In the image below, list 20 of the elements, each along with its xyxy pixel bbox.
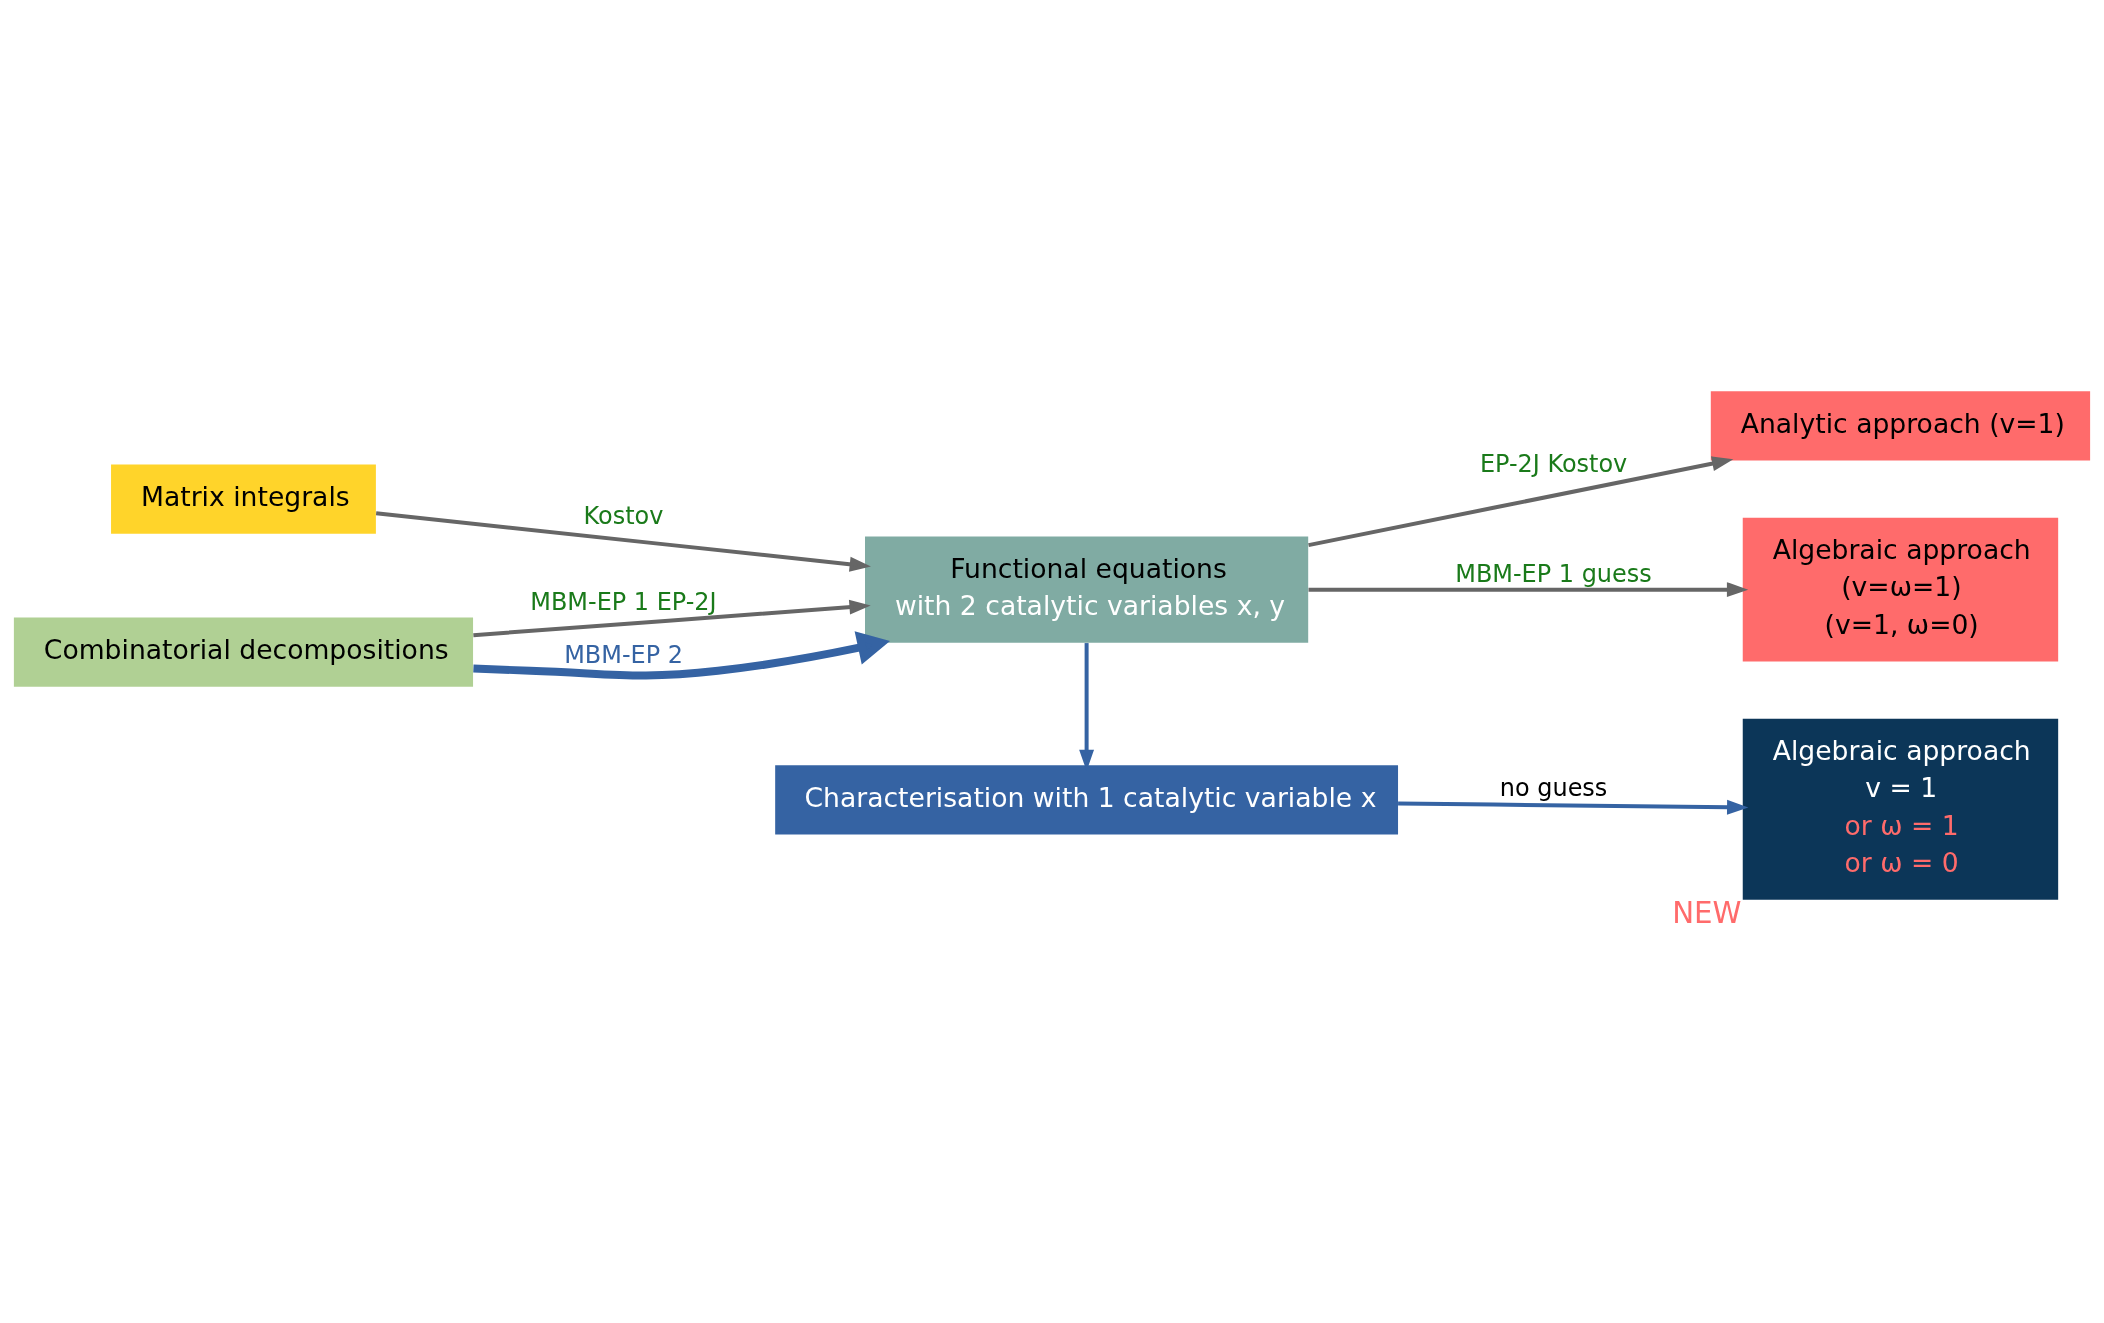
arrow (473, 599, 871, 638)
arrow (473, 631, 891, 680)
edge-label: EP-2J Kostov (1479, 449, 1628, 478)
node-box: Characterisation with 1 catalytic variable x (775, 765, 1399, 835)
edge-label: MBM-EP 1 EP-2J (530, 588, 717, 617)
node-box: Analytic approach (v=1) (1710, 391, 2091, 461)
node-box: Algebraic approach (v=ω=1) (v=1, ω=0) (1742, 517, 2059, 662)
node-box: Functional equations with 2 catalytic variables x, y (865, 536, 1309, 643)
node-label: NEW (1672, 896, 1742, 931)
node-box: Combinatorial decompositions (13, 617, 474, 687)
edge-label: MBM-EP 1 guess (1455, 560, 1652, 589)
node-box: Algebraic approach v = 1 or ω = 1 or ω = 0 (1742, 718, 2059, 900)
node-box: Matrix integrals (111, 464, 376, 534)
edge-label: Kostov (583, 501, 664, 530)
edge-label: MBM-EP 2 (564, 641, 683, 670)
arrow (1308, 456, 1734, 548)
arrow (375, 511, 871, 572)
arrow (1398, 799, 1749, 815)
edge-label: no guess (1499, 774, 1608, 803)
arrow (1308, 582, 1749, 598)
